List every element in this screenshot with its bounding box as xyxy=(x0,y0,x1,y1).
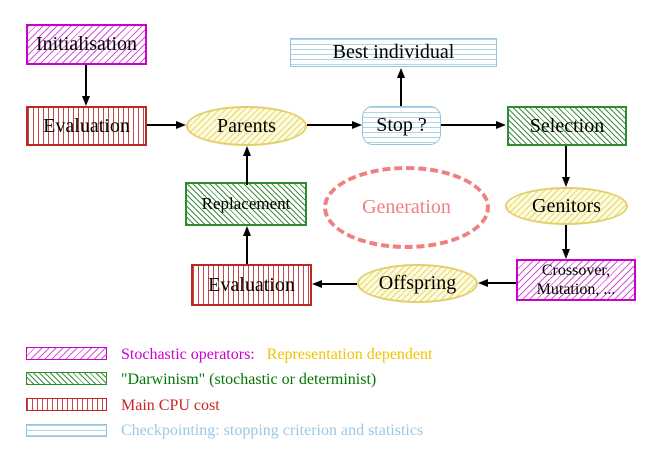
node-initialisation-label: Initialisation xyxy=(35,33,138,55)
node-evaluation-bottom: Evaluation xyxy=(191,264,312,306)
legend-swatch-checkpointing xyxy=(26,424,107,437)
node-evaluation-bottom-label: Evaluation xyxy=(208,273,295,296)
node-offspring: Offspring xyxy=(357,264,478,303)
legend-label-stochastic: Stochastic operators: Representation depe… xyxy=(121,346,432,364)
node-evaluation-top-label: Evaluation xyxy=(43,114,130,137)
node-best-individual-label: Best individual xyxy=(332,41,455,63)
node-selection-label: Selection xyxy=(529,114,605,137)
node-initialisation: Initialisation xyxy=(26,24,147,65)
legend-swatch-darwinism xyxy=(26,372,107,385)
node-genitors: Genitors xyxy=(505,187,628,225)
node-replacement: Replacement xyxy=(185,182,307,226)
node-crossover-mutation: Crossover, Mutation, ... xyxy=(516,259,636,301)
legend-label-darwinism: "Darwinism" (stochastic or determinist) xyxy=(121,371,377,388)
node-best-individual: Best individual xyxy=(290,38,497,67)
legend-label-stochastic-main: Stochastic operators: xyxy=(121,346,255,363)
node-crossover-line2: Mutation, ... xyxy=(536,281,616,298)
node-crossover-line1: Crossover, xyxy=(541,261,611,279)
node-offspring-label: Offspring xyxy=(378,272,457,294)
node-genitors-label: Genitors xyxy=(532,194,601,217)
node-parents: Parents xyxy=(186,106,307,146)
node-selection: Selection xyxy=(507,106,627,146)
node-evaluation-top: Evaluation xyxy=(26,106,147,146)
legend-swatch-stochastic xyxy=(26,347,107,360)
legend-swatch-cpu-cost xyxy=(26,398,107,411)
node-parents-label: Parents xyxy=(217,114,276,137)
legend-label-checkpointing: Checkpointing: stopping criterion and st… xyxy=(121,422,424,439)
generation-cycle-ellipse: Generation xyxy=(323,166,490,249)
node-replacement-label: Replacement xyxy=(201,194,291,213)
legend-label-representation: Representation dependent xyxy=(266,346,433,363)
node-stop: Stop ? xyxy=(362,106,441,145)
legend-label-cpu-cost: Main CPU cost xyxy=(121,397,220,414)
generation-label: Generation xyxy=(362,196,451,218)
node-stop-label: Stop ? xyxy=(376,114,427,136)
